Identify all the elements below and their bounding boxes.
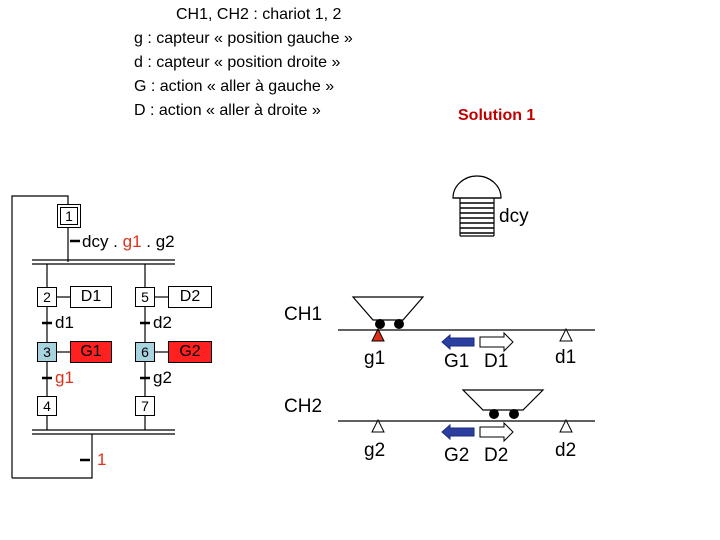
legend-line-5: D : action « aller à droite »: [134, 102, 321, 119]
step-2: 2: [37, 287, 57, 307]
action-d2-label: D2: [484, 445, 509, 466]
chariot-2-label: CH2: [284, 396, 323, 417]
step-5: 5: [135, 287, 155, 307]
transition-g1: g1: [55, 368, 74, 387]
initial-step: 1: [60, 207, 78, 225]
sensor-d2-label: d2: [555, 440, 577, 461]
sensor-d1-icon: [559, 327, 573, 342]
step-6: 6: [135, 342, 155, 362]
action-d2: D2: [168, 286, 212, 308]
arrow-left-g1-icon: [441, 333, 475, 351]
solution-label: Solution 1: [458, 107, 536, 124]
action-d1: D1: [70, 286, 112, 308]
transition-d1: d1: [55, 313, 74, 332]
action-g1-label: G1: [444, 351, 470, 372]
legend-line-3: d : capteur « position droite »: [134, 54, 341, 71]
sensor-g2-label: g2: [364, 440, 386, 461]
arrow-left-g2-icon: [441, 423, 475, 441]
chariot-2-icon: [461, 389, 545, 419]
push-button-icon: [452, 175, 502, 237]
transition-1-g1: g1: [122, 232, 142, 251]
action-g2-label: G2: [444, 445, 470, 466]
step-7: 7: [135, 396, 155, 416]
initial-step-frame: 1: [57, 204, 81, 228]
step-3: 3: [37, 342, 57, 362]
step-4: 4: [37, 396, 57, 416]
arrow-right-d1-icon: [479, 331, 514, 353]
sensor-g1-label: g1: [364, 348, 386, 369]
arrow-right-d2-icon: [479, 421, 514, 443]
transition-1-condition: dcy . g1 . g2: [82, 232, 175, 251]
sensor-d1-label: d1: [555, 347, 577, 368]
action-d1-label: D1: [484, 351, 509, 372]
legend-line-2: g : capteur « position gauche »: [134, 30, 353, 47]
sensor-g1-icon: [371, 327, 385, 342]
legend-line-1: CH1, CH2 : chariot 1, 2: [176, 6, 342, 23]
transition-g2: g2: [153, 368, 172, 387]
sensor-g2-icon: [371, 418, 385, 433]
chariot-1-label: CH1: [284, 304, 323, 325]
action-g2: G2: [168, 341, 212, 363]
action-g1: G1: [70, 341, 112, 363]
chariot-1-icon: [351, 296, 425, 329]
transition-d2: d2: [153, 313, 172, 332]
button-label-dcy: dcy: [499, 206, 529, 227]
transition-final: 1: [97, 450, 107, 469]
legend-line-4: G : action « aller à gauche »: [134, 78, 335, 95]
sensor-d2-icon: [559, 418, 573, 433]
